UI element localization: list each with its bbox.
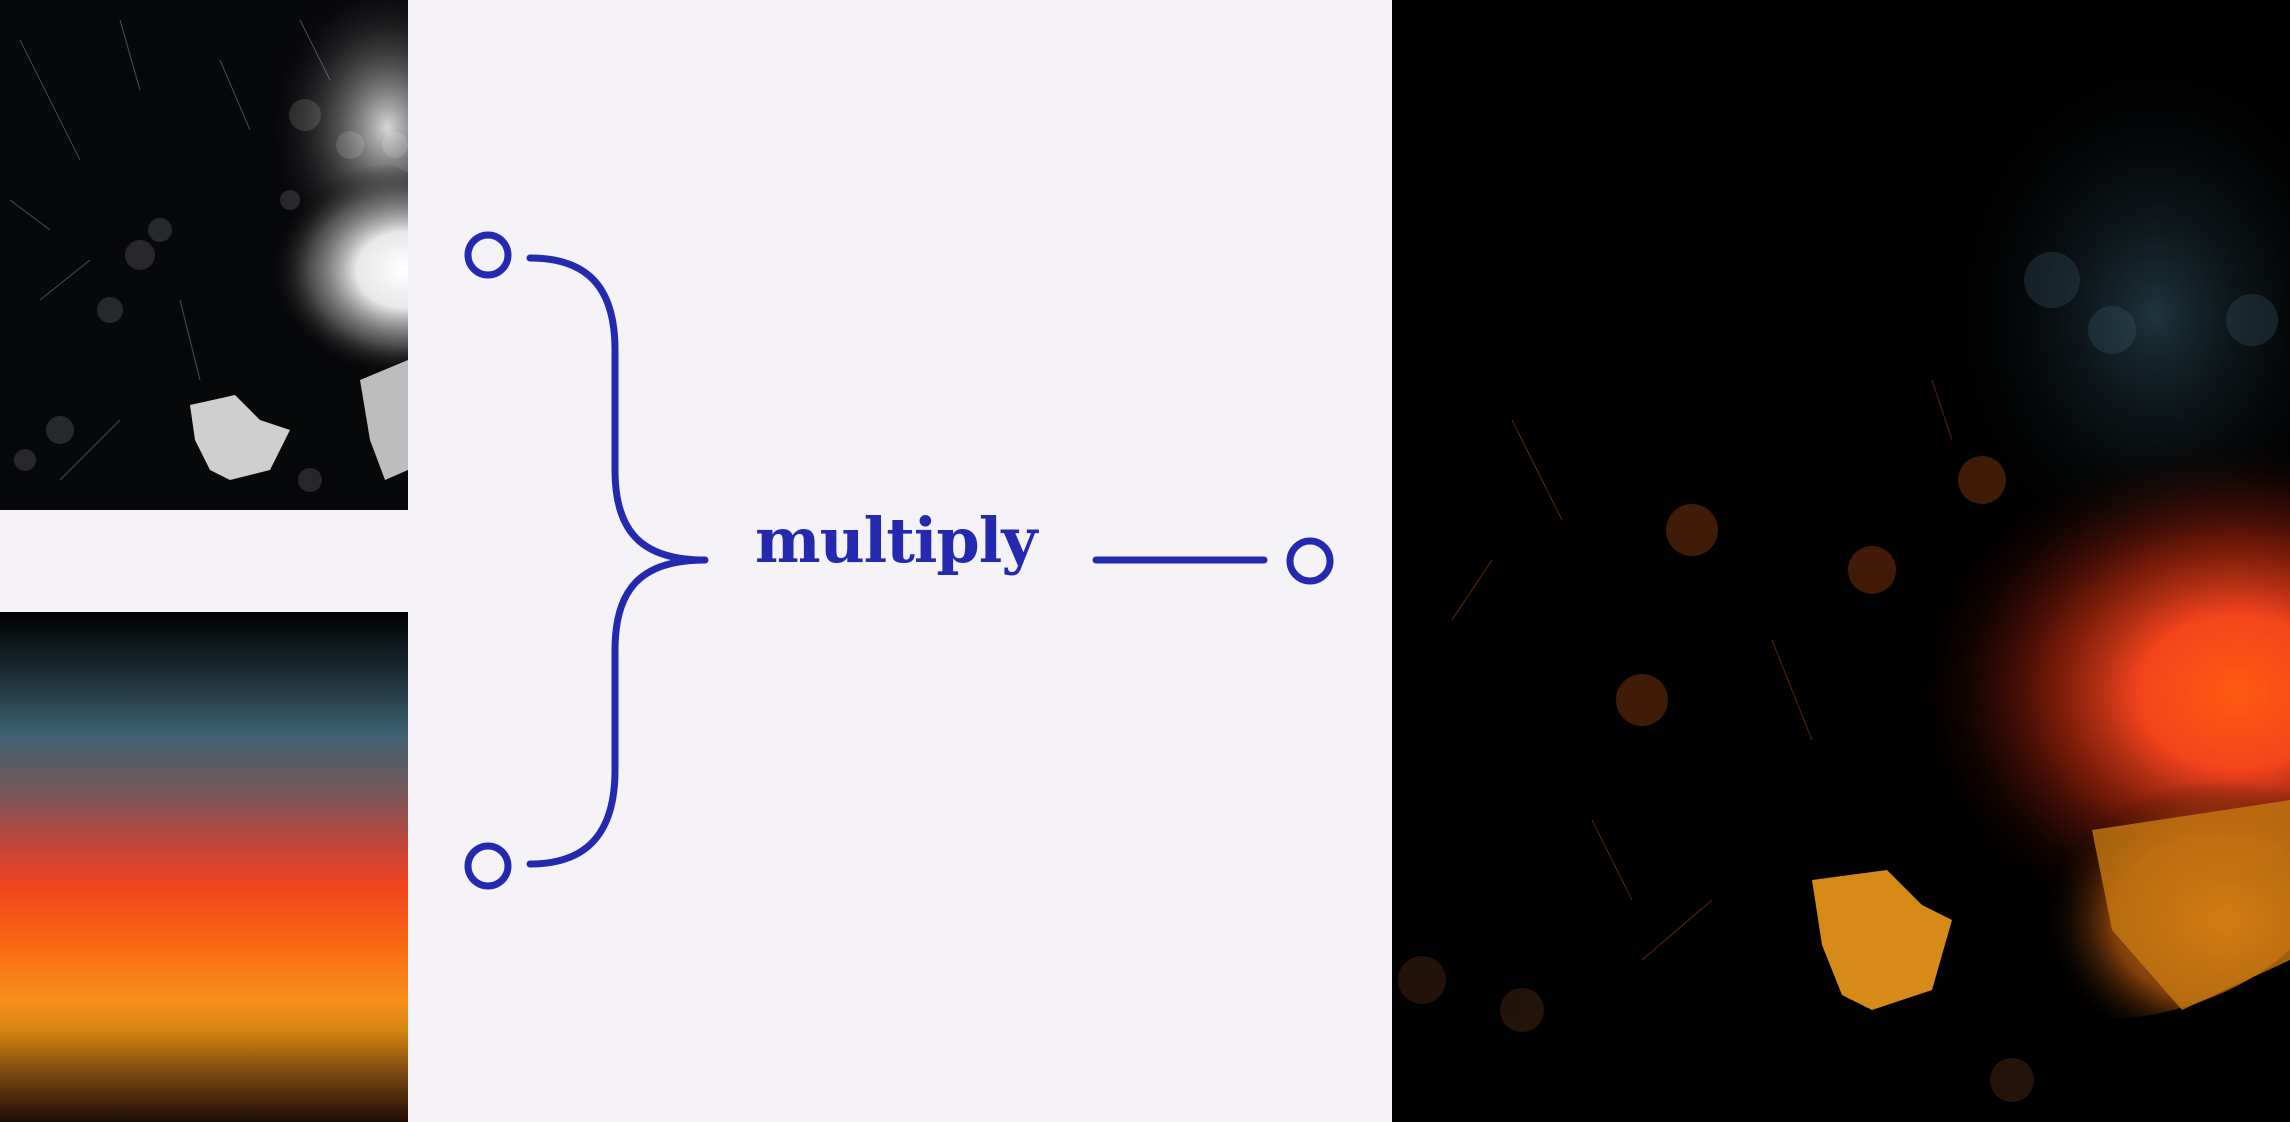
input-1-port-icon bbox=[464, 231, 512, 279]
operation-label: multiply bbox=[755, 504, 1037, 577]
merge-brace-icon bbox=[526, 254, 709, 868]
input-texture-image bbox=[0, 0, 408, 510]
input-gradient-image bbox=[0, 612, 408, 1122]
output-port-icon bbox=[1286, 537, 1334, 585]
output-result-image bbox=[1392, 0, 2290, 1122]
input-2-port-icon bbox=[464, 842, 512, 890]
